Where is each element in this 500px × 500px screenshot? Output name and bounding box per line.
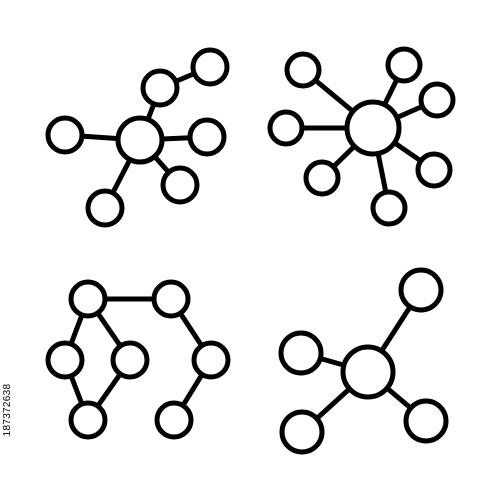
network-node <box>403 398 449 444</box>
network-node <box>191 340 231 380</box>
network-hub-node <box>115 115 165 165</box>
network-hub-node <box>340 344 396 400</box>
network-node <box>284 51 322 89</box>
network-node <box>398 267 444 313</box>
network-node <box>187 117 227 157</box>
network-node <box>151 279 191 319</box>
network-bottom-right <box>278 267 449 455</box>
network-node <box>110 340 150 380</box>
network-node <box>267 109 305 147</box>
stock-image-id: 187372638 <box>2 383 13 437</box>
network-node <box>418 81 456 119</box>
network-node <box>190 47 230 87</box>
network-bottom-left <box>45 279 231 440</box>
network-node <box>160 165 200 205</box>
network-node <box>85 188 125 228</box>
network-node <box>154 400 194 440</box>
network-hub-node <box>344 99 402 157</box>
network-hub-node <box>68 279 108 319</box>
network-top-right <box>267 46 456 227</box>
network-icons <box>45 46 456 455</box>
network-node <box>278 330 324 376</box>
network-node <box>45 115 85 155</box>
network-node <box>370 189 408 227</box>
network-node <box>45 340 85 380</box>
network-node <box>140 68 180 108</box>
network-node <box>279 409 325 455</box>
network-node <box>415 151 453 189</box>
network-node <box>385 46 423 84</box>
network-node <box>68 400 108 440</box>
network-top-left <box>45 47 230 228</box>
network-node <box>303 159 341 197</box>
